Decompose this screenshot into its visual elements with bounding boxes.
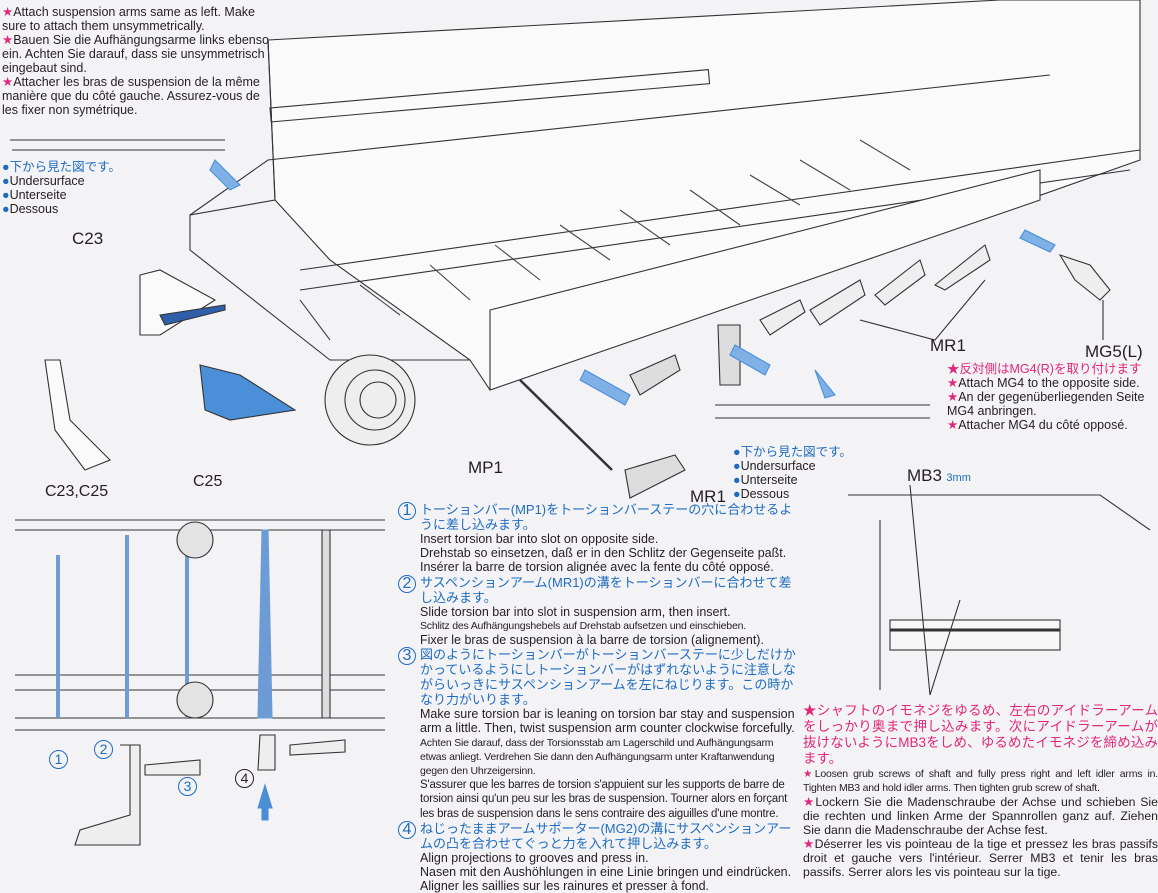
detail-number-3: 3 <box>178 777 197 796</box>
note-fr: Attacher les bras de suspension de la mê… <box>2 75 260 117</box>
step-de: Nasen mit den Aushöhlungen in eine Linie… <box>420 865 792 880</box>
step-jp: サスペンションアーム(MR1)の溝をトーションバーに合わせて差し込みます。 <box>420 574 792 605</box>
undersurface-jp: 下から見た図です。 <box>740 445 852 459</box>
detail-number-4: 4 <box>235 769 254 788</box>
label-c25: C25 <box>193 473 223 490</box>
top-left-note: ★Attach suspension arms same as left. Ma… <box>2 5 269 117</box>
undersurface-jp: 下から見た図です。 <box>9 160 121 174</box>
undersurface-note-center: ●下から見た図です。 ●Undersurface ●Unterseite ●De… <box>733 445 852 501</box>
step-number: 4 <box>398 820 416 839</box>
idler-en: Loosen grub screws of shaft and fully pr… <box>803 768 1158 794</box>
label-mr1-right: MR1 <box>930 336 966 355</box>
step-fr: S'assurer que les barres de torsion s'ap… <box>420 779 788 820</box>
mg4-en: Attach MG4 to the opposite side. <box>958 376 1140 390</box>
idler-fr: Déserrer les vis pointeau de la tige et … <box>803 837 1158 879</box>
undersurface-fr: Dessous <box>740 487 790 501</box>
mg4-fr: Attacher MG4 du côté opposé. <box>958 418 1128 432</box>
step-number: 3 <box>398 647 416 666</box>
step-fr: Insérer la barre de torsion alignée avec… <box>420 560 774 575</box>
undersurface-de: Unterseite <box>9 188 67 202</box>
note-de: Bauen Sie die Aufhängungsarme links eben… <box>2 33 269 75</box>
step-fr: Fixer le bras de suspension à la barre d… <box>420 633 764 648</box>
undersurface-de: Unterseite <box>740 473 798 487</box>
undersurface-en: Undersurface <box>9 174 85 188</box>
step-3: 3 図のようにトーションバーがトーションバーステーに少しだけかかっているようにし… <box>398 647 800 821</box>
detail-number-2: 2 <box>94 740 113 759</box>
step-en: Insert torsion bar into slot on opposite… <box>420 532 659 546</box>
step-de: Drehstab so einsetzen, daß er in den Sch… <box>420 546 787 561</box>
idler-note: ★シャフトのイモネジをゆるめ、左右のアイドラーアームをしっかり奥まで押し込みます… <box>803 703 1158 879</box>
step-en: Align projections to grooves and press i… <box>420 850 649 865</box>
undersurface-en: Undersurface <box>740 459 816 473</box>
step-jp: ねじったままアームサポーター(MG2)の溝にサスペンションアームの凸を合わせてぐ… <box>420 820 792 851</box>
label-mb3: MB3 3mm <box>907 466 971 486</box>
mb3-part: MB3 <box>907 466 942 485</box>
step-en: Make sure torsion bar is leaning on tors… <box>420 707 795 736</box>
label-c23-c25: C23,C25 <box>45 483 109 500</box>
idler-jp: シャフトのイモネジをゆるめ、左右のアイドラーアームをしっかり奥まで押し込みます。… <box>803 703 1158 766</box>
mg4-jp: 反対側はMG4(R)を取り付けます <box>959 362 1142 376</box>
note-en: Attach suspension arms same as left. Mak… <box>2 5 255 33</box>
step-2: 2 サスペンションアーム(MR1)の溝をトーションバーに合わせて差し込みます。 … <box>398 574 800 648</box>
label-mr1-center: MR1 <box>690 487 726 506</box>
mb3-size: 3mm <box>946 472 971 484</box>
step-de: Achten Sie darauf, dass der Torsionsstab… <box>420 736 775 778</box>
step-en: Slide torsion bar into slot in suspensio… <box>420 604 731 619</box>
step-1: 1 トーションバー(MP1)をトーションバーステーの穴に合わせるように差し込みま… <box>398 502 800 575</box>
undersurface-fr: Dessous <box>9 202 59 216</box>
step-number: 2 <box>398 574 416 593</box>
label-mg5: MG5(L) <box>1085 342 1143 361</box>
step-number: 1 <box>398 502 416 520</box>
label-c23: C23 <box>72 229 104 248</box>
idler-de: Lockern Sie die Madenschraube der Achse … <box>803 795 1158 837</box>
step-4: 4 ねじったままアームサポーター(MG2)の溝にサスペンションアームの凸を合わせ… <box>398 820 800 893</box>
detail-number-1: 1 <box>49 750 68 769</box>
assembly-illustration <box>10 0 1151 846</box>
step-jp: 図のようにトーションバーがトーションバーステーに少しだけかかっているようにしトー… <box>420 647 796 708</box>
step-de: Schlitz des Aufhängungshebels auf Drehst… <box>420 619 746 632</box>
label-mp1: MP1 <box>468 458 503 477</box>
steps-list: 1 トーションバー(MP1)をトーションバーステーの穴に合わせるように差し込みま… <box>398 502 800 893</box>
step-jp: トーションバー(MP1)をトーションバーステーの穴に合わせるように差し込みます。 <box>420 502 793 532</box>
mg4-de: An der gegenüberliegenden Seite MG4 anbr… <box>947 390 1145 418</box>
undersurface-note-left: ●下から見た図です。 ●Undersurface ●Unterseite ●De… <box>2 160 121 216</box>
step-fr: Aligner les saillies sur les rainures et… <box>420 879 710 893</box>
mg4-note: ★反対側はMG4(R)を取り付けます ★Attach MG4 to the op… <box>947 362 1145 432</box>
